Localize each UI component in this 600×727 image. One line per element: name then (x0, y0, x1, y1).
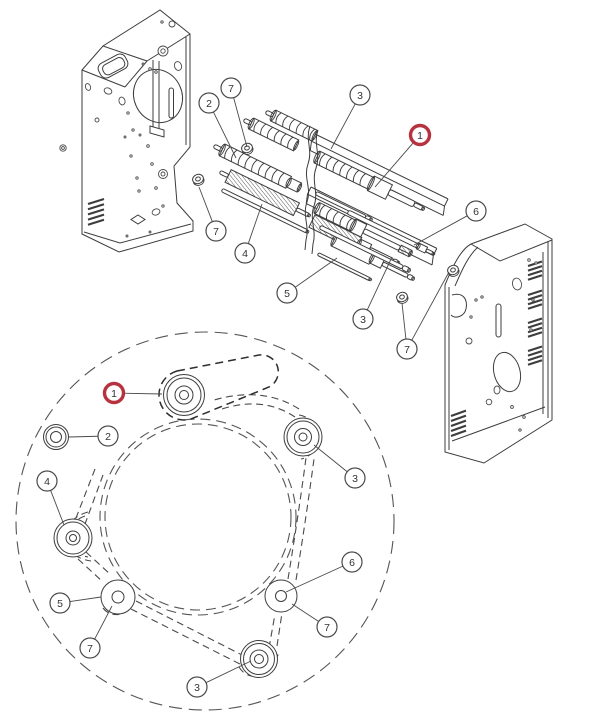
callout-balloon-4[interactable] (234, 242, 256, 264)
callout-number: 2 (206, 98, 212, 110)
roller-2 (43, 424, 69, 450)
callout-number: 3 (360, 314, 366, 326)
callout-leader-line (213, 111, 237, 159)
callout-balloon-2[interactable] (198, 92, 220, 114)
callout-balloon-6[interactable] (341, 551, 363, 573)
callout-balloon-3[interactable] (344, 467, 366, 489)
callout-number: 6 (349, 557, 355, 569)
callout-leader-line (94, 605, 113, 640)
bushing (192, 173, 205, 186)
pulley-6 (264, 579, 298, 613)
callout-number: 7 (213, 226, 219, 238)
callout-leader-line (294, 257, 338, 288)
callout-number: 7 (87, 643, 93, 655)
callout-number: 1 (111, 388, 117, 400)
callout-balloon-7[interactable] (79, 637, 101, 659)
callout-number: 5 (284, 288, 290, 300)
callout-leader-line (411, 271, 450, 341)
callout-leader-line (50, 490, 65, 526)
callout-leader-line (69, 596, 102, 602)
callout-balloon-3[interactable] (349, 84, 371, 106)
roller-part (317, 252, 372, 282)
callout-balloon-1-highlighted[interactable] (102, 381, 126, 405)
roller-part (213, 143, 303, 193)
callout-balloon-6[interactable] (465, 200, 487, 222)
callout-leader-line (233, 97, 248, 148)
left-frame-panel (59, 9, 194, 253)
callout-leader-line (123, 392, 163, 395)
belt-routing-diagram (15, 331, 395, 711)
bushing (447, 264, 460, 277)
callout-number: 3 (357, 90, 363, 102)
guide-bar (309, 133, 449, 216)
callout-number: 3 (352, 473, 358, 485)
callout-leader-line (205, 660, 252, 684)
roller-assembly (192, 109, 460, 304)
exploded-view-callouts: 2 7 3 1 6 7 4 5 3 7 (198, 77, 487, 360)
callout-balloon-7[interactable] (205, 220, 227, 242)
roller-part (313, 201, 413, 258)
callout-balloon-3[interactable] (186, 676, 208, 698)
callout-balloon-1-highlighted[interactable] (408, 123, 432, 147)
callout-leader-line (313, 444, 348, 473)
callout-balloon-4[interactable] (36, 470, 58, 492)
roller-part (265, 109, 318, 142)
callout-balloon-7[interactable] (396, 338, 418, 360)
callout-number: 7 (404, 344, 410, 356)
roller-part (319, 225, 411, 273)
callout-balloon-3[interactable] (352, 308, 374, 330)
callout-leader-line (366, 256, 393, 311)
callout-balloon-7[interactable] (220, 77, 242, 99)
drum-opening (132, 68, 184, 124)
callout-number: 2 (105, 431, 111, 443)
callout-leader-line (68, 435, 99, 438)
callout-leader-line (198, 186, 213, 222)
roller-part (313, 150, 425, 211)
drive-belt-loop-dashed (158, 354, 279, 421)
roller-part (243, 117, 300, 152)
callout-leader-line (413, 215, 468, 246)
roller-part (347, 210, 436, 256)
callout-leader-line (401, 302, 407, 340)
callout-balloon-5[interactable] (49, 592, 71, 614)
callout-leader-line (285, 565, 344, 593)
callout-leader-line (291, 603, 319, 622)
callout-number: 4 (44, 476, 50, 488)
callout-balloon-7[interactable] (316, 616, 338, 638)
callout-number: 6 (473, 206, 479, 218)
callout-number: 7 (228, 83, 234, 95)
break-lines (304, 125, 319, 255)
callout-balloon-2[interactable] (97, 425, 119, 447)
callout-leader-line (374, 141, 415, 188)
callout-number: 5 (57, 598, 63, 610)
pulley-4 (53, 518, 93, 558)
callout-leader-line (330, 103, 356, 150)
callout-number: 7 (324, 622, 330, 634)
bushing (241, 142, 254, 155)
vent-slats (87, 197, 105, 226)
pulley-5 (100, 579, 136, 615)
vent-slats (450, 409, 467, 437)
right-frame-panel (444, 223, 553, 464)
callout-balloon-5[interactable] (276, 282, 298, 304)
callout-leader-line (247, 203, 263, 244)
pulley-3-right (283, 417, 323, 457)
callout-number: 4 (242, 248, 248, 260)
belt-diagram-callouts: 1 2 3 4 5 7 3 6 7 (36, 381, 366, 698)
callout-number: 1 (417, 130, 423, 142)
pulley-1 (163, 374, 205, 416)
callout-number: 3 (194, 682, 200, 694)
machine-outline-dashed (15, 331, 395, 711)
bushing (396, 291, 409, 304)
pulley-3-bottom (240, 640, 278, 678)
